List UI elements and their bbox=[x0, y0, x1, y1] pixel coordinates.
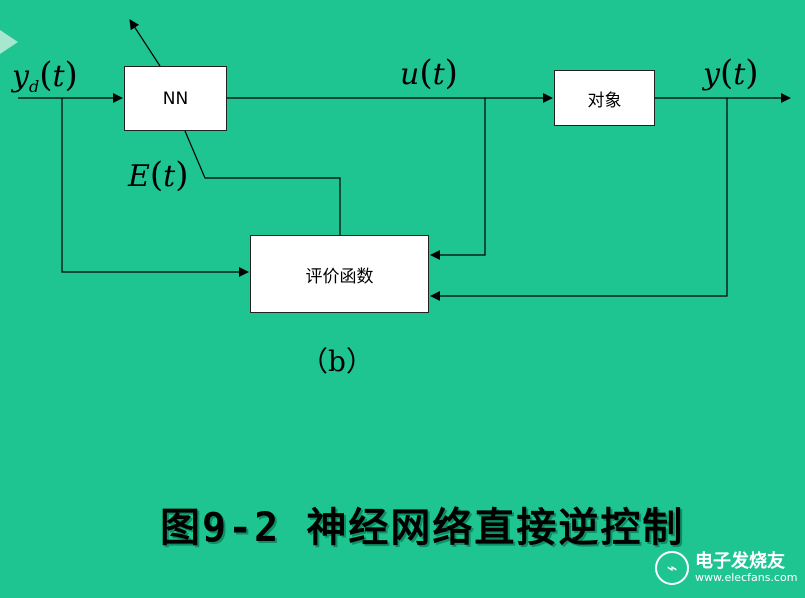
evaluation-block-label: 评价函数 bbox=[305, 266, 374, 287]
output-signal-label: y(t) bbox=[703, 53, 759, 93]
control-signal-label: u(t) bbox=[400, 53, 458, 93]
plant-block: 对象 bbox=[554, 70, 655, 126]
slide-tab-marker bbox=[0, 30, 18, 54]
error-line bbox=[184, 130, 341, 235]
reference-signal-label: yd(t) bbox=[12, 55, 78, 96]
evaluation-block: 评价函数 bbox=[250, 235, 429, 313]
adaptation-arrow bbox=[129, 19, 161, 67]
control-feed-line bbox=[430, 98, 486, 260]
output-feedback-line bbox=[430, 98, 728, 301]
watermark-name: 电子发烧友 bbox=[695, 551, 785, 573]
watermark: ⌁ 电子发烧友 www.elecfans.com bbox=[655, 548, 797, 588]
plug-icon: ⌁ bbox=[655, 551, 689, 585]
figure-caption: 图9-2 神经网络直接逆控制 bbox=[160, 505, 685, 551]
error-signal-label: E(t) bbox=[128, 155, 189, 195]
nn-block-label: NN bbox=[162, 88, 189, 109]
nn-block: NN bbox=[124, 66, 227, 131]
watermark-url: www.elecfans.com bbox=[695, 570, 798, 584]
sub-figure-caption: （b） bbox=[300, 345, 374, 378]
reference-feed-line bbox=[61, 98, 249, 277]
plant-block-label: 对象 bbox=[587, 90, 622, 111]
